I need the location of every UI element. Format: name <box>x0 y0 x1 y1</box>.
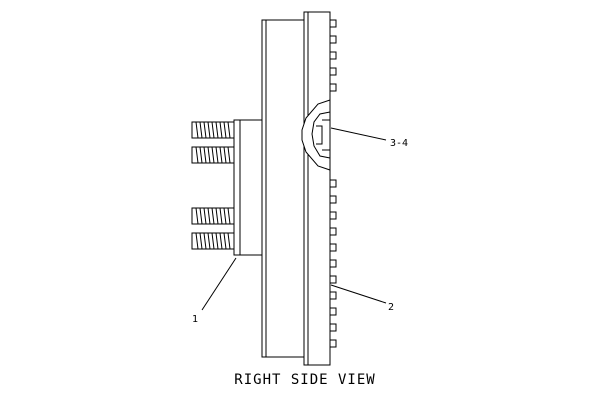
gear-tooth <box>329 179 337 188</box>
threaded-stud <box>191 146 235 164</box>
view-title: RIGHT SIDE VIEW <box>234 372 376 388</box>
callout-1-label: 1 <box>192 314 198 325</box>
flywheel-body <box>261 11 331 366</box>
leader-line-2 <box>330 284 387 304</box>
gear-tooth <box>329 83 337 92</box>
gear-tooth <box>329 227 337 236</box>
gear-tooth <box>329 67 337 76</box>
hub-block <box>233 119 263 256</box>
gear-tooth <box>329 35 337 44</box>
gear-tooth <box>329 19 337 28</box>
leader-lines <box>201 127 387 311</box>
gear-tooth <box>329 195 337 204</box>
gear-tooth <box>329 339 337 348</box>
gear-tooth <box>329 275 337 284</box>
gear-tooth <box>329 291 337 300</box>
gear-tooth <box>329 211 337 220</box>
threaded-stud <box>191 207 235 225</box>
gear-tooth <box>329 259 337 268</box>
leader-line-3-4 <box>330 127 387 141</box>
threaded-studs <box>191 121 235 250</box>
gear-tooth <box>329 307 337 316</box>
gear-tooth <box>329 323 337 332</box>
callout-2-label: 2 <box>388 302 394 313</box>
threaded-stud <box>191 121 235 139</box>
cutout-detail <box>301 99 331 171</box>
leader-line-1 <box>201 257 237 311</box>
gear-tooth <box>329 243 337 252</box>
gear-tooth <box>329 51 337 60</box>
callout-3-4-label: 3-4 <box>390 138 408 149</box>
ring-gear-teeth <box>329 19 337 348</box>
threaded-stud <box>191 232 235 250</box>
